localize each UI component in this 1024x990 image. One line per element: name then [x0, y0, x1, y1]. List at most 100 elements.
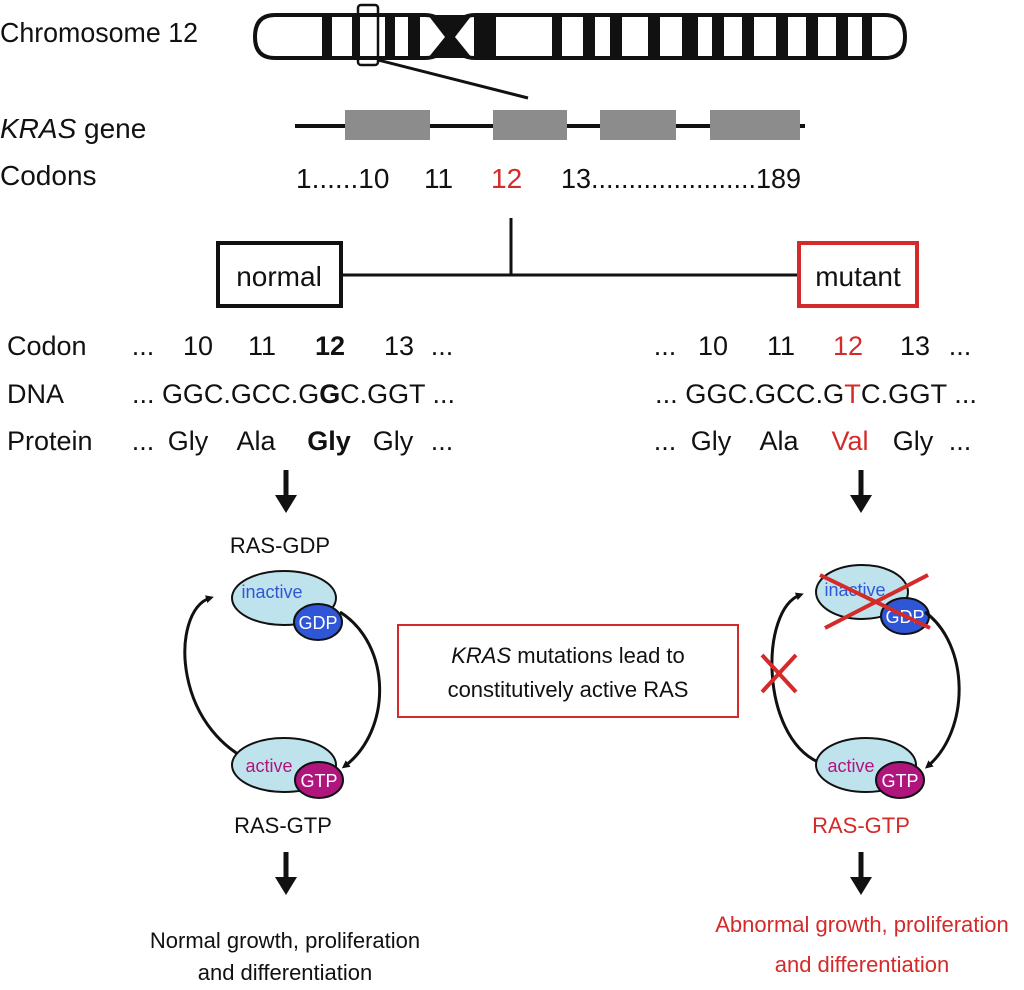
dna-pre: ... GGC.GCC.G	[132, 379, 319, 409]
dna-sequence: ... GGC.GCC.GTC.GGT ...	[655, 379, 977, 409]
protein-cell: Gly	[373, 426, 414, 456]
protein-cell: Gly	[168, 426, 209, 456]
codon-scale-end: 13......................189	[561, 163, 801, 194]
locus-zoom-line	[377, 58, 529, 100]
normal-ras-cycle: RAS-GDP inactive GDP active GTP RAS-GTP …	[150, 533, 420, 985]
mutant-label: mutant	[815, 261, 901, 292]
codon-scale-11: 11	[424, 163, 453, 194]
cycle-arrow-left	[770, 592, 819, 764]
mutant-ras-cycle: inactive GDP active GTP RAS-GTP Abnormal…	[715, 564, 1009, 977]
gene-label: KRAS gene	[0, 113, 146, 144]
codon-cell: ...	[132, 331, 155, 361]
protein-cell-12: Gly	[307, 426, 351, 456]
protein-cell: ...	[949, 426, 972, 456]
dna-highlight: G	[319, 379, 340, 409]
gtp-badge	[875, 761, 925, 799]
row-label-dna: DNA	[7, 379, 64, 409]
chromosome-band	[776, 15, 788, 58]
mutant-outcome-line2: and differentiation	[775, 952, 950, 977]
chromosome-band	[806, 15, 818, 58]
callout-box: KRAS mutations lead to constitutively ac…	[397, 624, 739, 718]
gtp-text: GTP	[300, 771, 337, 791]
chromosome-band	[862, 15, 872, 58]
protein-cell: ...	[132, 426, 155, 456]
chromosome-band	[552, 15, 562, 58]
cycle-arrow-right	[339, 610, 382, 769]
cross-icon	[819, 573, 931, 630]
codon-cell-12: 12	[833, 331, 863, 361]
gtp-badge	[294, 761, 344, 799]
ras-gtp-label: RAS-GTP	[234, 813, 332, 838]
protein-cell: Gly	[691, 426, 732, 456]
protein-cell: ...	[654, 426, 677, 456]
down-arrows	[275, 470, 872, 895]
chromosome-band	[408, 15, 420, 58]
normal-outcome-line1: Normal growth, proliferation	[150, 928, 420, 953]
ras-gtp-label: RAS-GTP	[812, 813, 910, 838]
dna-post: C.GGT ...	[861, 379, 977, 409]
callout-rest: mutations lead to	[511, 643, 685, 668]
callout-italic: KRAS	[451, 643, 511, 668]
normal-outcome-line2: and differentiation	[198, 960, 373, 985]
codon-cell: ...	[431, 331, 454, 361]
protein-cell: Ala	[759, 426, 799, 456]
protein-cell-12: Val	[831, 426, 868, 456]
cycle-arrow-left	[183, 595, 269, 770]
mutant-sequence-table: ... 10 11 12 13 ... ... GGC.GCC.GTC.GGT …	[654, 331, 977, 456]
mutant-box	[797, 241, 919, 308]
down-arrow-icon	[850, 470, 872, 513]
chromosome-centromere	[428, 15, 472, 58]
chromosome-band	[836, 15, 848, 58]
exon-2	[493, 110, 567, 140]
down-arrow-icon	[850, 852, 872, 895]
protein-cell: Gly	[893, 426, 934, 456]
row-label-protein: Protein	[7, 426, 93, 456]
active-text: active	[245, 756, 292, 776]
gtp-text: GTP	[881, 771, 918, 791]
chromosome-label: Chromosome 12	[0, 17, 198, 48]
codon-cell: 10	[698, 331, 728, 361]
chromosome-band	[352, 15, 360, 58]
exon-4	[710, 110, 800, 140]
codon-cell: 11	[767, 331, 795, 361]
chromosome-band	[385, 15, 395, 58]
chromosome-band	[712, 15, 724, 58]
codon-cell-12: 12	[315, 331, 345, 361]
codon-cell: ...	[949, 331, 972, 361]
codon-cell: 10	[183, 331, 213, 361]
gene-label-rest: gene	[76, 113, 146, 144]
codon-scale-start: 1......10	[296, 163, 389, 194]
codon-cell: 13	[384, 331, 414, 361]
callout-line1: KRAS mutations lead to	[451, 643, 685, 668]
callout-line2: constitutively active RAS	[448, 677, 689, 702]
kras-gene-structure	[295, 110, 805, 140]
gdp-text: GDP	[298, 613, 337, 633]
chromosome-band	[742, 15, 754, 58]
protein-cell: ...	[431, 426, 454, 456]
inactive-text: inactive	[241, 582, 302, 602]
codon-scale-12: 12	[491, 163, 522, 194]
chromosome-band	[322, 15, 332, 58]
normal-sequence-table: Codon DNA Protein ... 10 11 12 13 ... ..…	[7, 331, 455, 456]
dna-sequence: ... GGC.GCC.GGC.GGT ...	[132, 379, 455, 409]
exon-1	[345, 110, 430, 140]
protein-cell: Ala	[236, 426, 276, 456]
chromosome-band	[648, 15, 660, 58]
cycle-arrow-right	[924, 610, 961, 769]
normal-box	[216, 241, 343, 308]
active-text: active	[827, 756, 874, 776]
normal-label: normal	[236, 261, 322, 292]
chromosome-band	[474, 15, 496, 58]
codon-cell: 11	[248, 331, 276, 361]
branch-connector	[341, 218, 800, 277]
codon-cell: ...	[654, 331, 677, 361]
row-label-codon: Codon	[7, 331, 87, 361]
dna-highlight: T	[844, 379, 861, 409]
dna-post: C.GGT ...	[340, 379, 455, 409]
dna-pre: ... GGC.GCC.G	[655, 379, 844, 409]
ras-gdp-label: RAS-GDP	[230, 533, 330, 558]
codons-label: Codons	[0, 160, 97, 191]
gdp-badge	[293, 603, 343, 641]
gene-label-italic: KRAS	[0, 113, 77, 144]
